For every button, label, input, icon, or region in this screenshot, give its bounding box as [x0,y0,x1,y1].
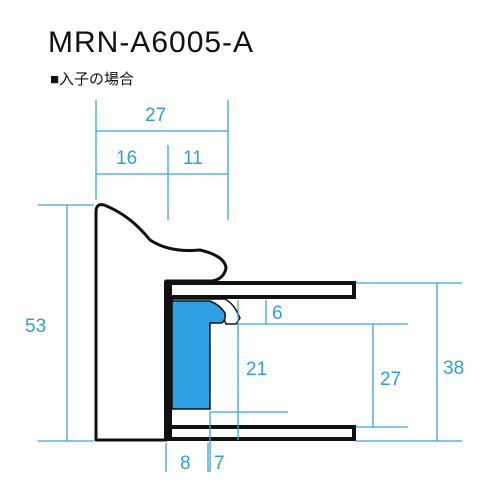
blue-insert-profile [171,300,226,410]
product-code-title: MRN-A6005-A [48,26,255,59]
dim-width-right: 11 [183,148,203,169]
dim-total-width: 27 [145,105,166,126]
dim-inner-height: 27 [380,369,401,390]
insert-case-subtitle: ■入子の場合 [50,71,135,88]
dim-outer-height: 38 [443,358,464,379]
inner-channel-top-inset [172,285,352,295]
inner-channel-left [164,281,172,441]
inner-channel-bottom-inset [172,429,352,437]
dim-bottom-right: 7 [214,453,225,474]
dim-rabbet-depth: 21 [246,359,267,380]
dim-total-height: 53 [25,316,46,337]
dim-lip-depth: 6 [272,303,283,324]
dim-bottom-left: 8 [180,453,191,474]
dim-width-left: 16 [116,148,137,169]
frame-profile-outline [94,203,228,442]
